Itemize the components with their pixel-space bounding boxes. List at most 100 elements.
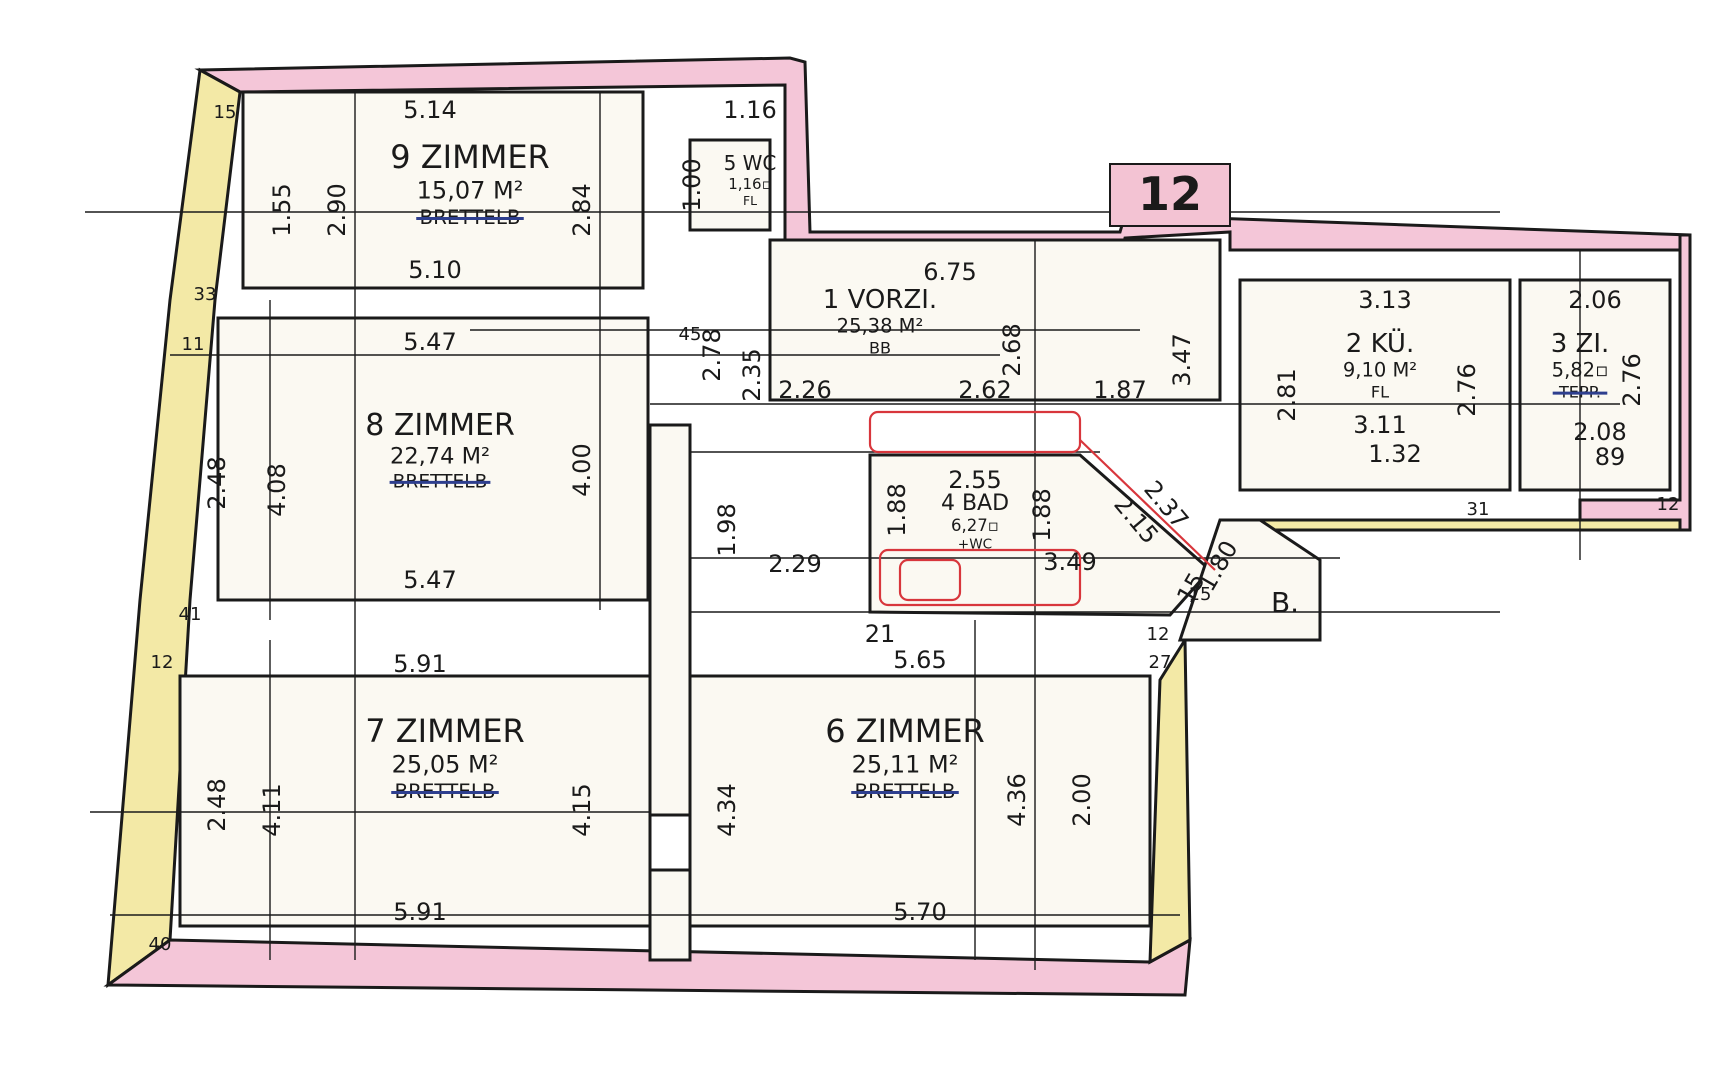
dimension-label: 2.90 [323,183,351,236]
room-2-outline [1238,278,1512,492]
room-floor: BB [869,339,891,358]
room-3-outline [1518,278,1672,492]
dimension-label: 3.13 [1358,286,1411,314]
room-title: 5 WC [724,151,777,175]
dimension-label: 1.32 [1368,440,1421,468]
room-area: 6,27▫ [951,516,999,535]
dimension-label: 5.47 [403,328,456,356]
room-7-outline [178,674,652,928]
room-area: 9,10 M² [1343,359,1417,382]
dimension-label: 2.81 [1273,368,1301,421]
dimension-label: 3.11 [1353,411,1406,439]
bath-fixture-0 [868,410,1082,454]
wall-thickness-label: 40 [149,934,172,955]
room-title: 8 ZIMMER [365,408,515,443]
room-title: 6 ZIMMER [825,712,985,750]
dimension-label: 2.62 [958,376,1011,404]
dimension-label: 1.88 [1028,488,1056,541]
unit-badge-box [1109,163,1231,227]
room-label-r3: 3 ZI.5,82▫TEPP. [1551,329,1610,402]
room-title: 7 ZIMMER [365,712,525,750]
wall-thickness-label: 12 [151,652,174,673]
wall-thickness-label: 11 [182,334,205,355]
dimension-label: 5.70 [893,898,946,926]
wall-thickness-label: 15 [1189,584,1212,605]
room-area: 5,82▫ [1552,359,1609,382]
room-4-outline [868,453,1213,617]
wall-thickness-label: 33 [194,284,217,305]
room-floor: FL [743,193,757,208]
outer-walls [103,56,1692,997]
room-area: 25,11 M² [852,750,959,778]
room-8-outline [216,316,650,602]
dimension-label: 4.15 [568,783,596,836]
wall-thickness-label: 31 [1467,499,1490,520]
bath-fixtures [868,410,1216,607]
room-title: 9 ZIMMER [390,138,550,176]
unit-badge: 12 [1109,163,1231,227]
dimension-label: 4.00 [568,443,596,496]
dimension-label: 5.10 [408,256,461,284]
dimension-label: 2.06 [1568,286,1621,314]
wall-thickness-label: 15 [214,102,237,123]
dimension-label: 5.91 [393,650,446,678]
dimension-label: 2.48 [203,456,231,509]
wall-kitchen-south [1228,518,1682,532]
wall-east [1148,634,1192,965]
wall-thickness-label: 45 [679,324,702,345]
bath-fixture-2 [898,558,962,602]
dimension-label: 2.26 [778,376,831,404]
dimension-label: 4.08 [263,463,291,516]
dimension-label: 3.49 [1043,548,1096,576]
room-title: 3 ZI. [1551,329,1610,359]
room-title: B. [1271,586,1299,619]
wall-north [194,56,1692,262]
wall-thickness-label: 41 [179,604,202,625]
room-area: 22,74 M² [390,444,490,470]
room-label-r5: 5 WC1,16▫FL [724,151,777,208]
room-area: 15,07 M² [417,176,524,204]
dimension-label: 5.47 [403,566,456,594]
dimension-label: 2.76 [1453,363,1481,416]
dimension-label: 6.75 [923,258,976,286]
room-title: 1 VORZI. [823,285,937,315]
dimension-label: 2.68 [998,323,1026,376]
dimension-label: 89 [1595,443,1626,471]
dimension-label: 21 [865,620,896,648]
room-area: 25,05 M² [392,750,499,778]
room-5-outline [688,138,772,232]
interior-walls [178,90,1672,962]
dimension-label: 2.78 [698,328,726,381]
room-floor: +WC [958,537,992,553]
dimension-label: 1.55 [268,183,296,236]
dimension-label: 5.65 [893,646,946,674]
dimension-label: 2.84 [568,183,596,236]
dimension-label: 1.98 [713,503,741,556]
balcony-outline [1177,518,1322,642]
dimension-label: 1.87 [1093,376,1146,404]
room-floor: FL [1371,383,1389,402]
dimension-label: 5.14 [403,96,456,124]
hall-partition [648,423,692,817]
dimension-label: 1.00 [678,158,706,211]
dimension-label: 2.55 [948,466,1001,494]
dimension-label: 1.16 [723,96,776,124]
unit-number: 12 [1138,167,1202,221]
dimension-label: 4.11 [258,783,286,836]
bath-fixture-1 [878,548,1082,607]
dimension-label: 2.00 [1068,773,1096,826]
room-6-outline [688,674,1152,928]
dimension-label: 5.91 [393,898,446,926]
bath-diagonal [1079,439,1216,571]
room-title: 4 BAD [941,491,1009,516]
